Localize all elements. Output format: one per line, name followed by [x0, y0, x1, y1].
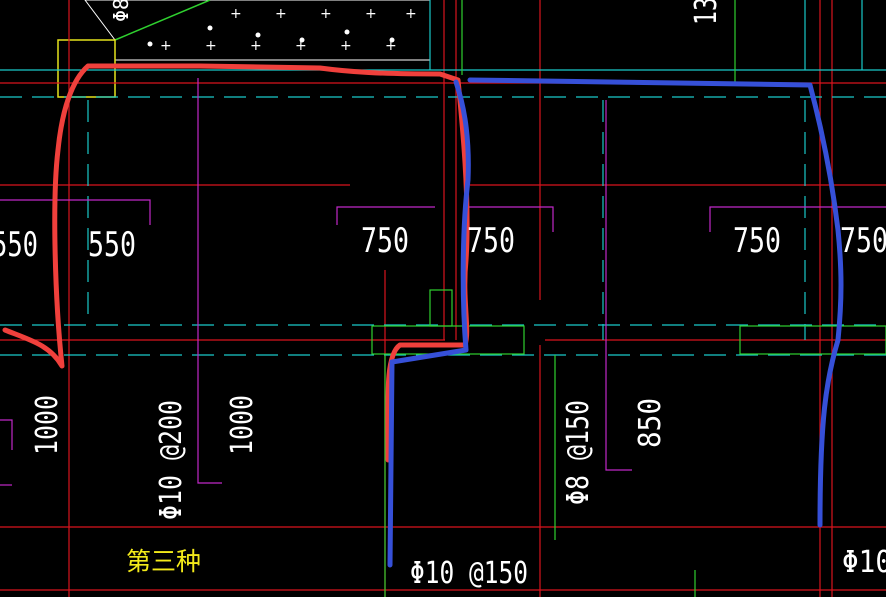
dimension-850: 850: [633, 398, 668, 448]
dimension-750-a: 750: [361, 221, 409, 261]
dimension-550-left: 550: [0, 225, 38, 265]
rebar-phi8-150: Φ8 @150: [561, 400, 596, 505]
dimension-1000-left: 1000: [30, 395, 65, 455]
svg-text:+: +: [320, 6, 332, 22]
magenta-dimension-lines: [0, 78, 886, 486]
dimension-1000-mid: 1000: [225, 395, 260, 455]
note-third-type: 第三种: [126, 547, 201, 576]
cyan-dashed-lines: [0, 96, 886, 356]
svg-text:+: +: [340, 38, 352, 54]
svg-text:+: +: [250, 38, 262, 54]
dimension-750-c: 750: [733, 221, 781, 261]
rebar-phi10-right: Φ10: [842, 545, 886, 580]
rebar-phi10-150: Φ10 @150: [410, 556, 528, 591]
dimension-550-mid: 550: [88, 225, 136, 265]
dimension-top-partial: 13: [689, 0, 724, 25]
svg-text:+: +: [230, 6, 242, 22]
dimension-750-d: 750: [840, 221, 886, 261]
blue-highlight-outline: [387, 77, 844, 568]
green-lines: [371, 0, 886, 597]
svg-text:+: +: [160, 38, 172, 54]
rebar-phi10-200: Φ10 @200: [154, 400, 189, 520]
top-rebar-label: Φ8: [109, 0, 133, 22]
svg-text:+: +: [275, 6, 287, 22]
svg-text:+: +: [295, 38, 307, 54]
svg-text:+: +: [385, 38, 397, 54]
svg-text:+: +: [365, 6, 377, 22]
cyan-solid-lines: [0, 0, 886, 71]
hatched-slab: + + + + + + + + + + + Φ8: [84, 0, 431, 61]
dimension-750-b: 750: [467, 221, 515, 261]
svg-text:+: +: [405, 6, 417, 22]
svg-text:+: +: [205, 38, 217, 54]
